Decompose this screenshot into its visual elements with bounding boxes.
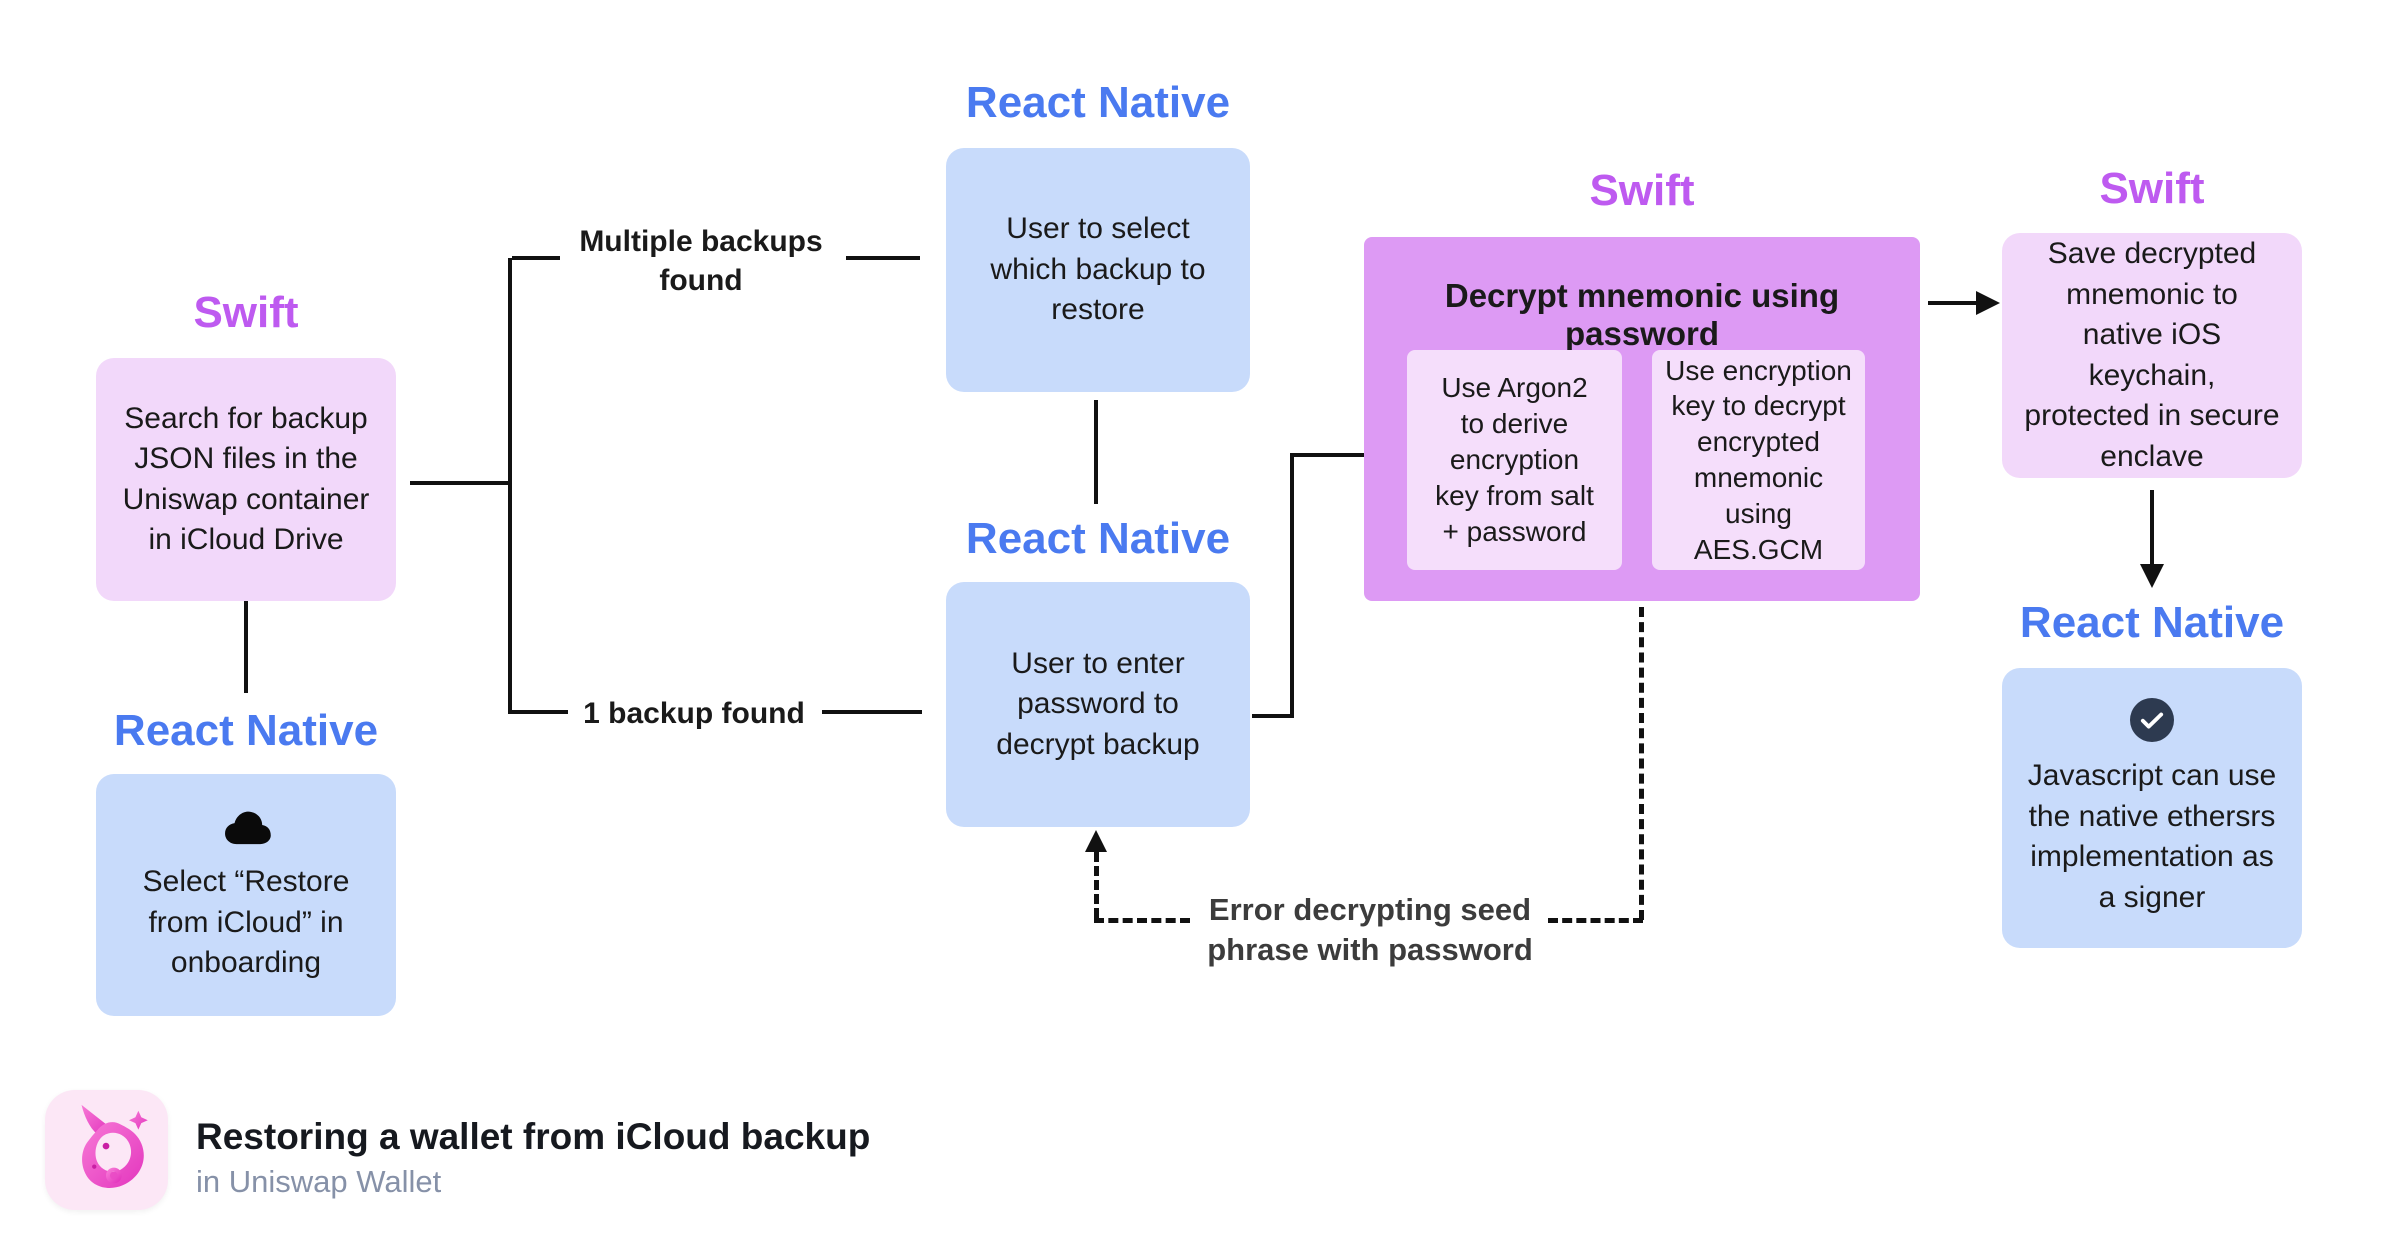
node-select-restore-text: Select “Restore from iCloud” in onboardi…	[142, 865, 350, 980]
dashed-error-vertical-right	[1639, 607, 1644, 920]
connector-decrypt-to-save	[1928, 301, 1978, 305]
page-title: Restoring a wallet from iCloud backup	[196, 1116, 871, 1157]
lang-label-react-native-left: React Native	[113, 706, 379, 755]
connector-branch-vertical	[508, 258, 512, 714]
edge-label-error: Error decrypting seed phrase with passwo…	[1207, 892, 1533, 968]
lang-label-swift-left: Swift	[193, 288, 299, 337]
uniswap-unicorn-logo	[45, 1090, 168, 1210]
node-decrypt-step-aes-text: Use encryption key to decrypt encrypted …	[1665, 354, 1852, 565]
edge-label-multiple-backups: Multiple backups found	[579, 225, 823, 297]
node-save-keychain-text: Save decrypted mnemonic to native iOS ke…	[2024, 237, 2280, 473]
arrowhead-save-to-signer	[2140, 564, 2164, 588]
node-search-backup: Search for backup JSON files in the Unis…	[96, 358, 396, 601]
node-search-backup-text: Search for backup JSON files in the Unis…	[122, 401, 370, 557]
unicorn-icon	[81, 1104, 148, 1188]
connector-multiple-right	[846, 256, 920, 260]
connector-one-right	[822, 710, 922, 714]
connector-multiple-left	[512, 256, 560, 260]
arrowhead-decrypt-to-save	[1976, 291, 2000, 315]
connector-enter-elbow-top	[1294, 453, 1364, 457]
edge-label-one-backup: 1 backup found	[583, 697, 805, 730]
cloud-icon	[225, 811, 271, 845]
node-js-signer: Javascript can use the native ethersrs i…	[2002, 668, 2302, 948]
node-select-restore: Select “Restore from iCloud” in onboardi…	[96, 774, 396, 1016]
connector-branch-stem	[410, 481, 512, 485]
node-decrypt-step-aes: Use encryption key to decrypt encrypted …	[1652, 350, 1865, 570]
connector-enter-elbow-bottom	[1252, 714, 1294, 718]
check-icon	[2130, 698, 2174, 742]
arrowhead-error-retry	[1085, 830, 1107, 852]
node-decrypt-step-argon2: Use Argon2 to derive encryption key from…	[1407, 350, 1622, 570]
connector-one-left	[512, 710, 568, 714]
page-subtitle: in Uniswap Wallet	[196, 1164, 442, 1199]
node-user-enter: User to enter password to decrypt backup	[946, 582, 1250, 827]
connector-select-to-enter	[1094, 400, 1098, 504]
lang-label-react-native-top: React Native	[965, 78, 1231, 127]
node-save-keychain: Save decrypted mnemonic to native iOS ke…	[2002, 233, 2302, 478]
dashed-error-horizontal-left	[1094, 918, 1190, 923]
node-decrypt-title: Decrypt mnemonic using password	[1444, 277, 1840, 352]
node-decrypt-step-argon2-text: Use Argon2 to derive encryption key from…	[1435, 372, 1594, 547]
lang-label-react-native-right: React Native	[2019, 598, 2285, 647]
dashed-error-vertical-left	[1094, 852, 1099, 918]
connector-search-to-select	[244, 601, 248, 693]
node-user-select: User to select which backup to restore	[946, 148, 1250, 392]
lang-label-swift-right: Swift	[2099, 164, 2205, 213]
connector-enter-elbow-vertical	[1290, 453, 1294, 718]
lang-label-swift-decrypt: Swift	[1589, 166, 1695, 215]
node-js-signer-text: Javascript can use the native ethersrs i…	[2027, 759, 2277, 914]
dashed-error-horizontal-right	[1548, 918, 1643, 923]
node-user-select-text: User to select which backup to restore	[990, 212, 1206, 327]
lang-label-react-native-mid: React Native	[965, 514, 1231, 563]
connector-save-to-signer	[2150, 490, 2154, 568]
node-user-enter-text: User to enter password to decrypt backup	[996, 646, 1200, 761]
